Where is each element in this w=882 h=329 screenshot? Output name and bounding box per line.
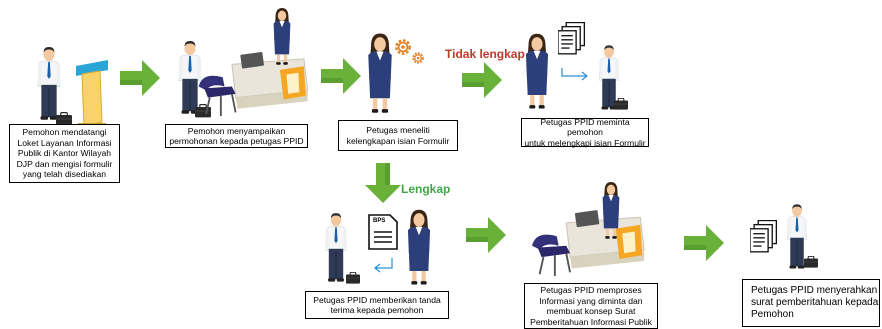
officer-woman-icon xyxy=(520,32,554,112)
step6-box: Petugas PPID memproses Informasi yang di… xyxy=(524,283,658,329)
briefcase-icon xyxy=(614,98,628,110)
step1-text: Pemohon mendatangi Loket Layanan Informa… xyxy=(16,127,113,180)
service-desk-icon xyxy=(528,202,652,278)
step7-box: Petugas PPID menyerahkan surat pemberita… xyxy=(742,279,880,327)
step2-illustration xyxy=(165,8,315,120)
flow-arrow-5 xyxy=(466,217,506,253)
flow-arrow-1 xyxy=(120,60,160,96)
briefcase-icon xyxy=(804,256,818,268)
step5-box: Petugas PPID memberikan tanda terima kep… xyxy=(305,291,449,319)
return-arrow-icon xyxy=(561,68,588,81)
step2-box: Pemohon menyampaikan permohonan kepada p… xyxy=(165,124,308,148)
incomplete-label: Tidak lengkap xyxy=(445,47,525,61)
officer-woman-icon xyxy=(402,208,436,288)
step4-text: Petugas PPID meminta pemohon untuk melen… xyxy=(524,116,646,148)
bps-label: BPS xyxy=(373,218,386,224)
documents-icon xyxy=(750,220,778,254)
documents-icon xyxy=(558,22,586,56)
step5-text: Petugas PPID memberikan tanda terima kep… xyxy=(313,294,441,316)
flow-arrow-2 xyxy=(321,58,361,94)
kiosk-icon xyxy=(76,60,108,128)
service-desk-icon xyxy=(195,44,315,118)
step3-illustration xyxy=(362,28,442,120)
officer-woman-icon xyxy=(269,8,295,66)
step6-text: Petugas PPID memproses Informasi yang di… xyxy=(530,285,652,327)
step4-box: Petugas PPID meminta pemohon untuk melen… xyxy=(521,116,649,148)
bps-document-icon xyxy=(368,214,398,250)
step3-box: Petugas meneliti kelengkapan isian Formu… xyxy=(338,120,458,151)
flow-arrow-6 xyxy=(684,225,724,261)
flow-arrow-3 xyxy=(462,62,502,98)
complete-label: Lengkap xyxy=(401,182,451,196)
step2-text: Pemohon menyampaikan permohonan kepada p… xyxy=(169,125,304,147)
officer-woman-icon xyxy=(598,182,624,240)
step7-illustration xyxy=(748,200,828,280)
step4-illustration xyxy=(520,14,640,114)
gears-icon xyxy=(410,50,426,66)
step3-text: Petugas meneliti kelengkapan isian Formu… xyxy=(346,125,450,146)
flow-arrow-down xyxy=(365,163,401,203)
return-arrow-icon xyxy=(374,258,393,273)
step1-box: Pemohon mendatangi Loket Layanan Informa… xyxy=(9,124,120,183)
briefcase-icon xyxy=(346,272,360,284)
step5-illustration: BPS xyxy=(318,200,448,288)
step7-text: Petugas PPID menyerahkan surat pemberita… xyxy=(751,285,879,320)
step6-illustration xyxy=(524,182,664,280)
